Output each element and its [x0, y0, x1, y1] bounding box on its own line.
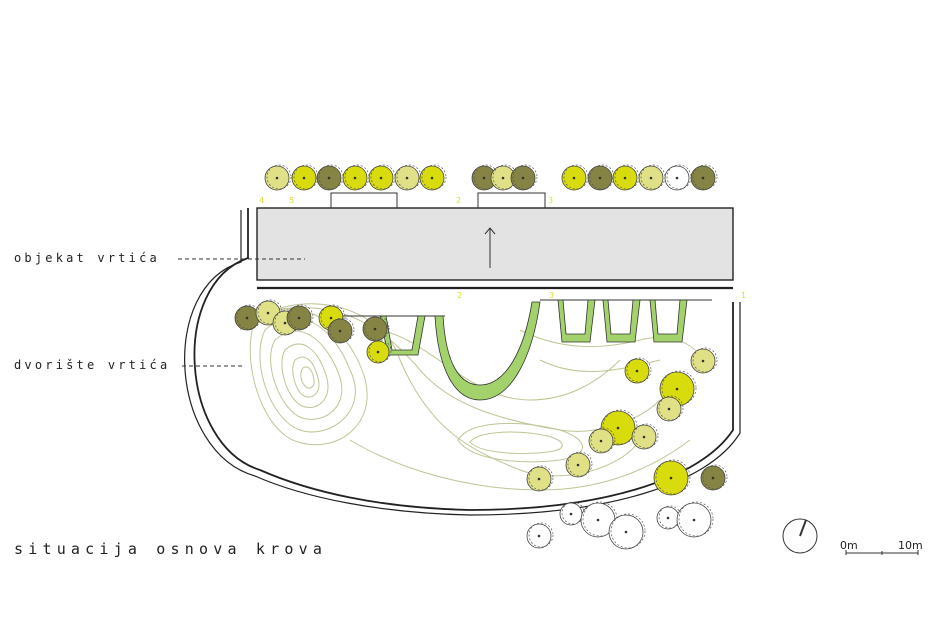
tree-icon	[587, 164, 615, 191]
tree-icon	[291, 164, 319, 191]
tree-icon	[608, 513, 646, 550]
tree-icon	[342, 164, 370, 191]
tree-icon	[559, 501, 585, 526]
entrance-outlines	[330, 192, 546, 208]
marker-4: 4	[259, 196, 264, 205]
tree-icon	[316, 164, 344, 191]
tree-icon	[394, 164, 422, 191]
tree-icon	[286, 304, 314, 331]
marker-2-top: 2	[456, 196, 461, 205]
tree-icon	[264, 164, 292, 191]
tree-icon	[327, 317, 355, 344]
tree-icon	[362, 315, 390, 342]
tree-icon	[561, 164, 589, 191]
scale-start-label: 0m	[840, 539, 858, 552]
scale-bar-icon: 0m 10m	[840, 539, 923, 555]
direction-arrow-icon	[484, 227, 496, 268]
tree-icon	[526, 465, 554, 492]
tree-icon	[700, 464, 728, 491]
plan-title: situacija osnova krova	[14, 540, 327, 558]
north-arrow-icon	[782, 518, 818, 554]
tree-icon	[510, 164, 538, 191]
tree-icon	[664, 164, 692, 191]
tree-icon	[638, 164, 666, 191]
tree-icon	[419, 164, 447, 191]
marker-numbers: 4 5 2 3 2 3 1	[259, 196, 746, 300]
building-roof	[256, 207, 734, 281]
tree-icon	[624, 357, 652, 384]
tree-icon	[526, 522, 554, 549]
tree-icon	[580, 501, 618, 538]
tree-icon	[653, 459, 691, 496]
tree-icon	[366, 339, 392, 364]
building-label: objekat vrtića	[14, 251, 160, 265]
marker-5: 5	[289, 196, 294, 205]
marker-3-top: 3	[548, 196, 553, 205]
tree-icon	[565, 451, 593, 478]
trees	[234, 164, 728, 550]
tree-icon	[676, 501, 714, 538]
green-planters	[379, 299, 688, 401]
marker-3-bottom: 3	[549, 291, 554, 300]
marker-2-bottom: 2	[457, 291, 462, 300]
tree-icon	[631, 423, 659, 450]
marker-1: 1	[741, 291, 746, 300]
tree-icon	[690, 164, 718, 191]
scale-end-label: 10m	[898, 539, 923, 552]
tree-icon	[612, 164, 640, 191]
tree-icon	[656, 395, 684, 422]
courtyard-label: dvorište vrtića	[14, 358, 170, 372]
tree-icon	[690, 347, 718, 374]
tree-icon	[588, 427, 616, 454]
tree-icon	[368, 164, 396, 191]
